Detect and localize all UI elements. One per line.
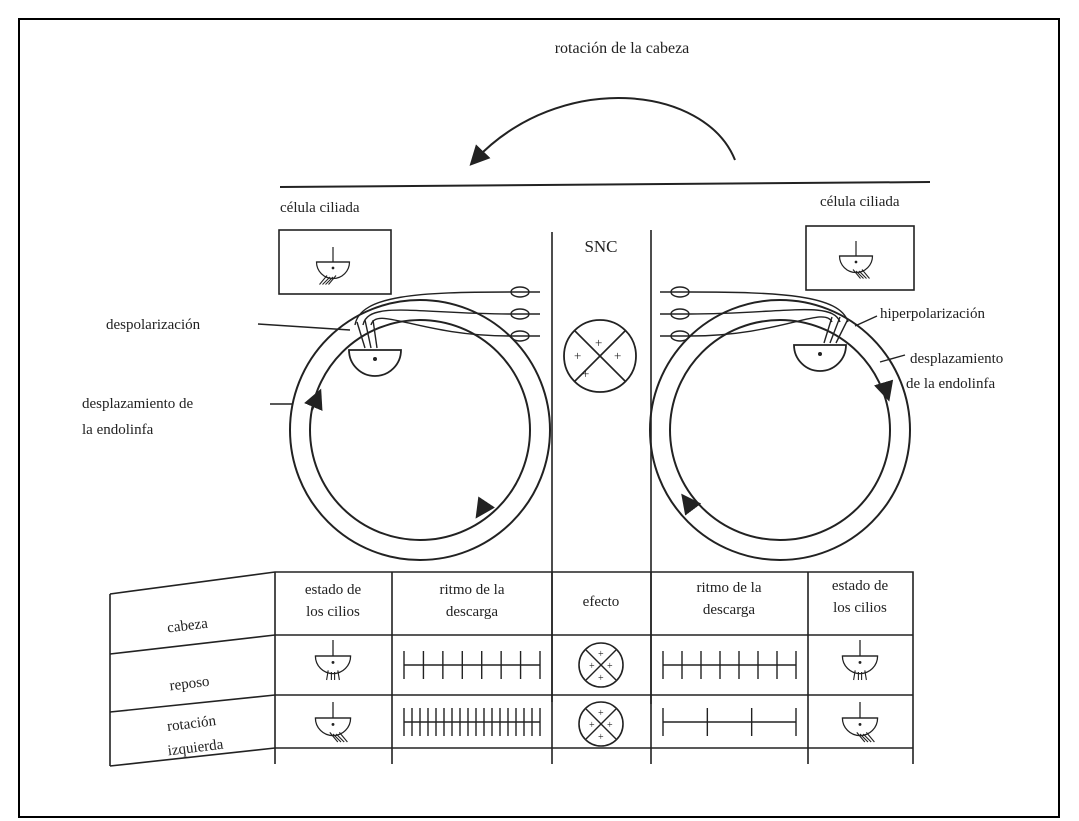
left-flow-label-2: la endolinfa [82, 422, 154, 438]
left-state-leader [257, 323, 351, 331]
right-cell-label: célula ciliada [820, 194, 900, 210]
summary-table [109, 571, 914, 767]
right-flow-arrow-bottom [681, 493, 702, 516]
diagram-frame [18, 18, 1060, 818]
right-flow-label-1: desplazamiento [910, 351, 1003, 367]
left-flow-label-1: desplazamiento de [82, 396, 194, 412]
table-corner-label: cabeza [166, 616, 209, 637]
right-flow-arrow-top [873, 379, 894, 402]
rotation-arrow [469, 97, 736, 166]
header-left-rate-1: ritmo de la [440, 582, 505, 598]
row-label-rotation-2: izquierda [167, 737, 225, 760]
right-state-leader [854, 315, 878, 327]
right-nerve-fibers [660, 286, 849, 342]
rest-right-cilia-icon [841, 639, 879, 681]
left-canal [289, 299, 551, 561]
left-cell-box [278, 229, 392, 295]
head-baseline [279, 181, 931, 188]
left-state-label: despolarización [106, 317, 201, 333]
rest-left-cilia-icon [314, 639, 352, 681]
left-flow-arrow-bottom [475, 496, 495, 519]
header-right-rate-1: ritmo de la [697, 580, 762, 596]
right-state-label: hiperpolarización [880, 306, 985, 322]
svg-text:+: + [574, 348, 581, 363]
right-flow-label-2: de la endolinfa [906, 376, 995, 392]
snc-label: SNC [584, 237, 617, 256]
left-nerve-fibers [354, 286, 540, 342]
svg-text:+: + [582, 366, 589, 381]
svg-text:+: + [614, 348, 621, 363]
svg-text:+: + [595, 335, 602, 350]
left-flow-arrow-top [304, 388, 323, 411]
header-left-rate-2: descarga [446, 604, 499, 620]
header-right-rate-2: descarga [703, 602, 756, 618]
right-cell-box [805, 225, 915, 291]
header-left-cilia-2: los cilios [306, 604, 360, 620]
right-hair-cell-icon [838, 240, 874, 280]
header-right-cilia-1: estado de [832, 578, 889, 594]
right-canal [649, 299, 911, 561]
rotation-effect-icon [578, 701, 624, 747]
rotation-title: rotación de la cabeza [555, 40, 690, 57]
right-ampulla [793, 316, 849, 372]
left-ampulla [348, 319, 402, 377]
rotation-right-cilia-icon [841, 701, 879, 743]
row-label-rotation-1: rotación [166, 713, 217, 735]
header-right-cilia-2: los cilios [833, 600, 887, 616]
rotation-left-cilia-icon [314, 701, 352, 743]
header-left-cilia-1: estado de [305, 582, 362, 598]
left-cell-label: célula ciliada [280, 200, 360, 216]
spike-trains [403, 651, 797, 736]
row-label-rest: reposo [169, 674, 211, 695]
snc-effect-circle: + + + + [563, 319, 637, 393]
left-hair-cell-icon [315, 246, 351, 286]
right-flow-leader [879, 354, 906, 363]
rest-effect-icon [578, 642, 624, 688]
header-effect: efecto [583, 594, 620, 610]
